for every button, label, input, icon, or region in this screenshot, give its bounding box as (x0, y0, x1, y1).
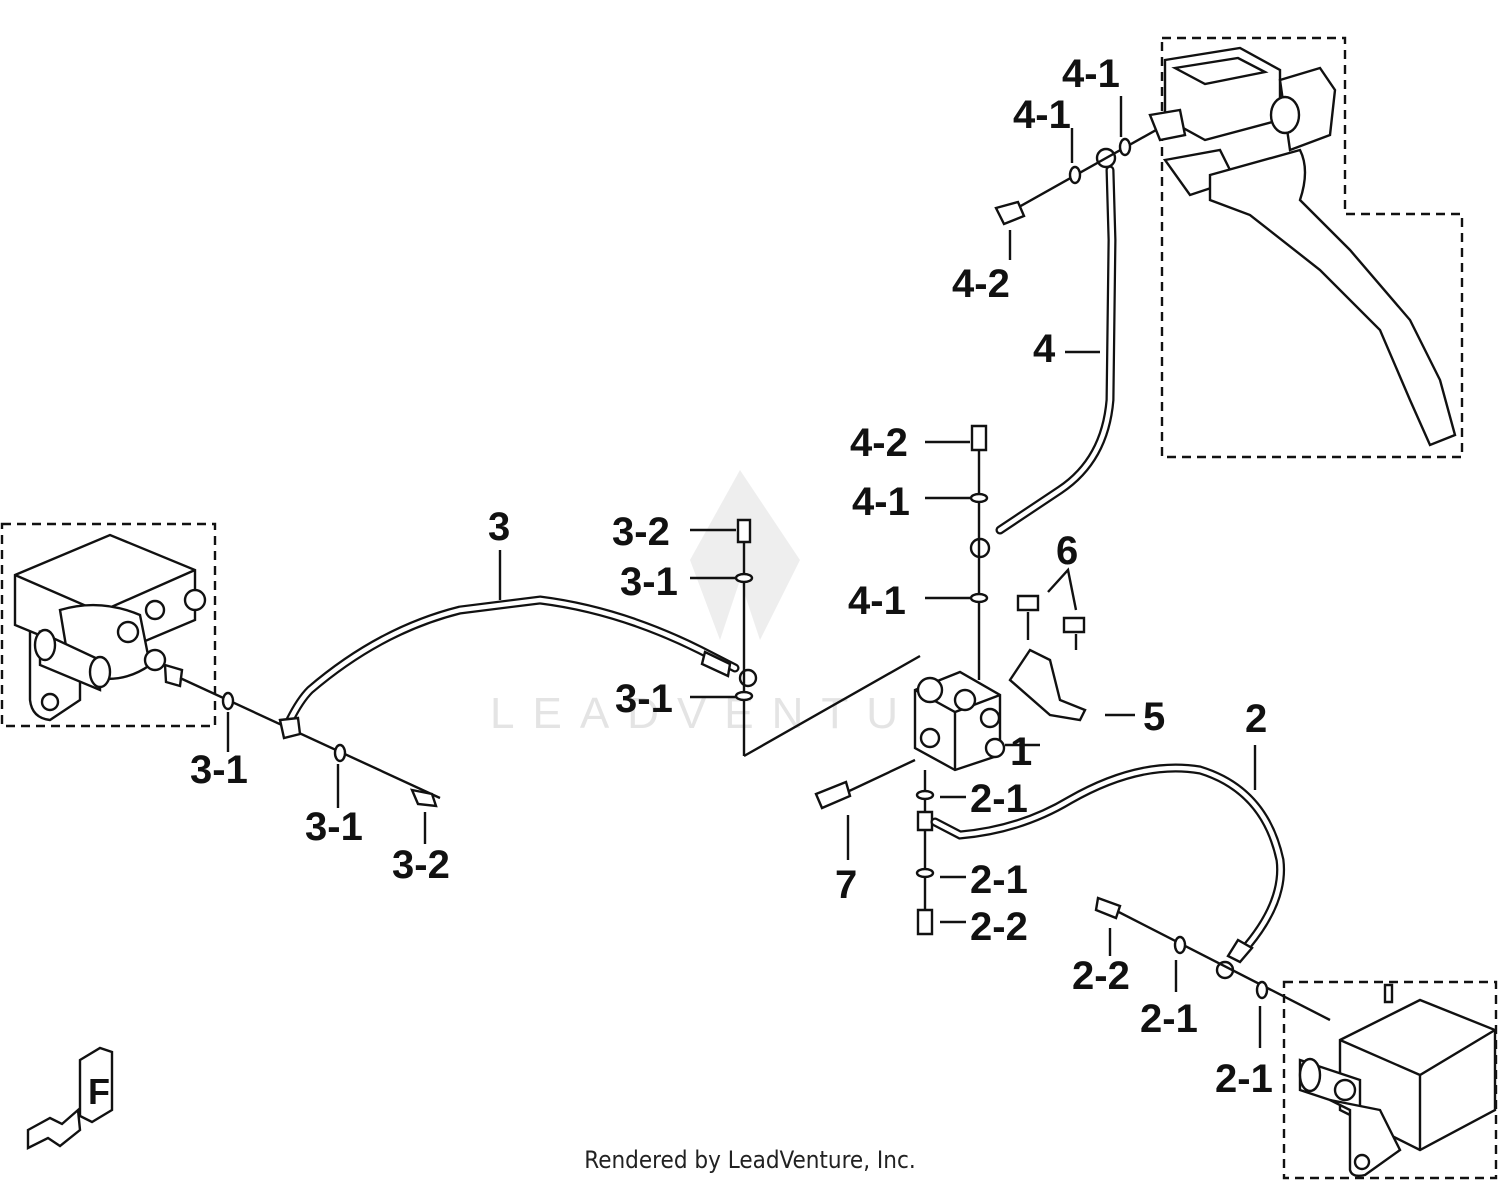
valve-mounting-bolt-7-icon[interactable] (814, 780, 852, 810)
callout-7: 7 (835, 863, 857, 907)
callout-2-1c: 2-1 (1140, 997, 1198, 1041)
left-washer-2-icon[interactable] (333, 743, 347, 763)
brake-hose-2-icon[interactable] (930, 763, 1286, 980)
callout-2: 2 (1245, 697, 1267, 741)
callout-2-1a: 2-1 (970, 777, 1028, 821)
washer-3-1-lower-icon[interactable] (734, 690, 754, 702)
callout-3-1b: 3-1 (615, 677, 673, 721)
render-credit-footer: Rendered by LeadVenture, Inc. (584, 1146, 916, 1174)
right-caliper-dashed-frame (1282, 980, 1498, 1180)
washer-4-1-mid-b-icon[interactable] (969, 592, 989, 604)
banjo-fitting-2-icon[interactable] (916, 810, 934, 832)
callout-3-2a: 3-2 (612, 510, 670, 554)
callout-6: 6 (1056, 529, 1078, 573)
bracket-bolt-6a-icon[interactable] (1016, 594, 1040, 612)
right-brake-caliper-icon[interactable] (1298, 983, 1497, 1178)
upper-union-bolt-3-2-icon[interactable] (736, 518, 752, 544)
callout-2-1d: 2-1 (1215, 1057, 1273, 1101)
callout-4-1b: 4-1 (1013, 93, 1071, 137)
front-letter: F (88, 1071, 110, 1112)
left-washer-1-icon[interactable] (221, 691, 235, 711)
brake-hose-4-icon[interactable] (969, 147, 1117, 559)
front-arrow-icon: F (26, 1046, 114, 1150)
top-union-bolt-4-2-icon[interactable] (994, 200, 1026, 226)
proportioning-valve-icon[interactable] (913, 670, 1006, 772)
left-caliper-dashed-frame (0, 522, 217, 728)
left-union-bolt-icon[interactable] (409, 788, 438, 808)
callout-2-2b: 2-2 (1072, 954, 1130, 998)
lower-right-washer-a-icon[interactable] (1173, 935, 1187, 955)
lower-right-washer-b-icon[interactable] (1255, 980, 1269, 1000)
callout-5: 5 (1143, 695, 1165, 739)
callout-3-1c: 3-1 (190, 748, 248, 792)
mounting-bracket-icon[interactable] (1008, 648, 1087, 722)
lower-right-union-bolt-2-2-icon[interactable] (1094, 896, 1122, 920)
union-bolt-2-2-icon[interactable] (916, 908, 934, 936)
bracket-bolt-6b-icon[interactable] (1062, 616, 1086, 634)
callout-3: 3 (488, 505, 510, 549)
washer-4-1-top-b-icon[interactable] (1118, 137, 1132, 157)
callout-4-1a: 4-1 (1062, 52, 1120, 96)
washer-2-1-upper-icon[interactable] (915, 789, 935, 801)
callout-4-2a: 4-2 (850, 421, 908, 465)
washer-4-1-top-a-icon[interactable] (1068, 165, 1082, 185)
master-cylinder-brake-lever-icon[interactable] (1148, 46, 1457, 447)
mid-union-bolt-4-2-icon[interactable] (970, 424, 988, 452)
left-brake-caliper-icon[interactable] (13, 533, 207, 722)
washer-2-1-lower-icon[interactable] (915, 867, 935, 879)
washer-3-1-upper-icon[interactable] (734, 572, 754, 584)
callout-3-1a: 3-1 (620, 560, 678, 604)
callout-2-1b: 2-1 (970, 858, 1028, 902)
callout-4: 4 (1033, 327, 1056, 371)
callout-3-2b: 3-2 (392, 843, 450, 887)
callout-2-2a: 2-2 (970, 905, 1028, 949)
callout-4-1d: 4-1 (848, 579, 906, 623)
callout-1: 1 (1010, 730, 1032, 774)
callout-4-2b: 4-2 (952, 262, 1010, 306)
callout-4-1c: 4-1 (852, 480, 910, 524)
callout-3-1d: 3-1 (305, 805, 363, 849)
master-cylinder-dashed-frame (1160, 36, 1464, 459)
washer-4-1-mid-a-icon[interactable] (969, 492, 989, 504)
